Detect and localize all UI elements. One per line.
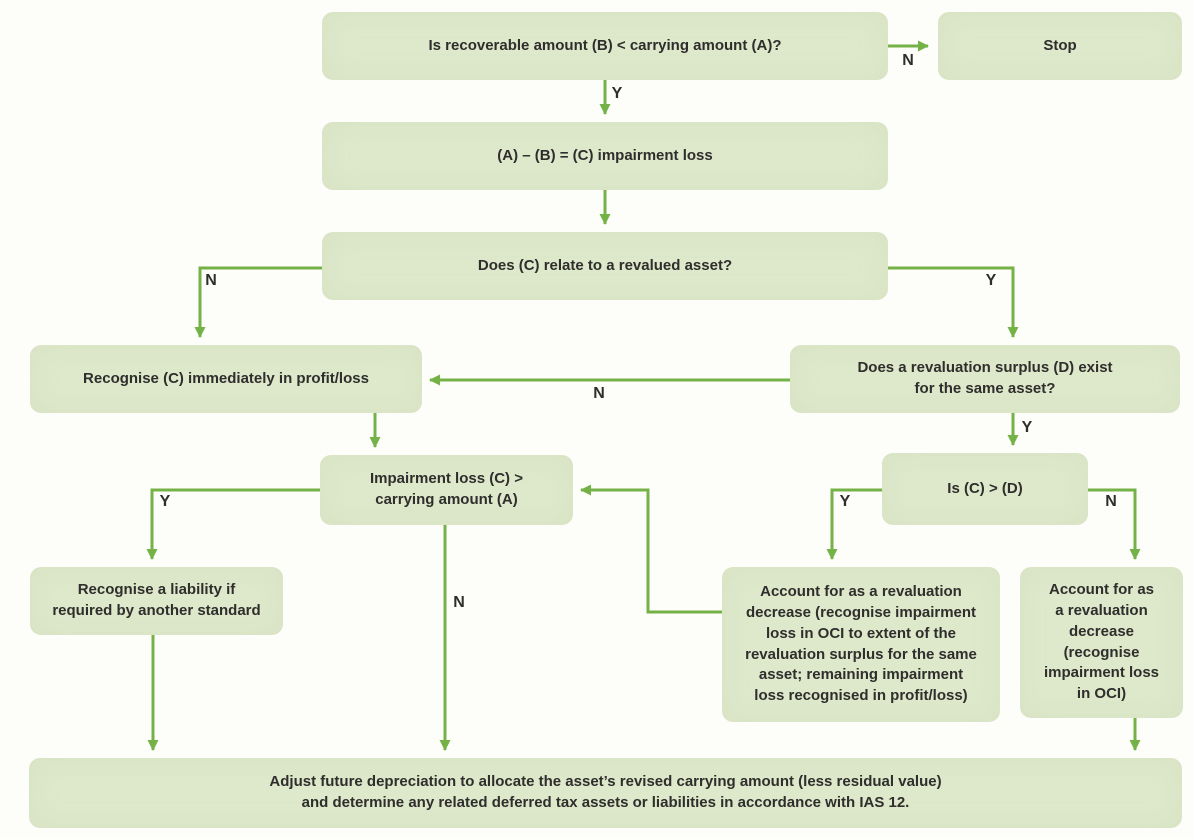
edge-label-recoverable-yes: Y [611, 85, 623, 102]
edge-label-c-gt-d-no: N [1105, 493, 1117, 510]
node-question-recoverable-amount: Is recoverable amount (B) < carrying amo… [322, 12, 888, 80]
edge-acct-partial-to-loss-check [580, 484, 722, 614]
edge-label-recoverable-no: N [902, 52, 914, 69]
node-question-loss-gt-carrying: Impairment loss (C) > carrying amount (A… [320, 455, 573, 525]
node-account-revaluation-decrease-partial: Account for as a revaluation decrease (r… [722, 567, 1000, 722]
edge-loss-yes-to-liability [146, 488, 320, 560]
edge-label-surplus-yes: Y [1021, 419, 1033, 436]
edge-label-surplus-no: N [593, 385, 605, 402]
edge-label-revalued-no: N [205, 272, 217, 289]
node-question-c-gt-d: Is (C) > (D) [882, 453, 1088, 525]
node-stop: Stop [938, 12, 1182, 80]
edge-label-revalued-yes: Y [985, 272, 997, 289]
node-impairment-loss-calculation: (A) – (B) = (C) impairment loss [322, 122, 888, 190]
node-recognise-liability: Recognise a liability if required by ano… [30, 567, 283, 635]
node-question-revalued-asset: Does (C) relate to a revalued asset? [322, 232, 888, 300]
node-recognise-in-profit-loss: Recognise (C) immediately in profit/loss [30, 345, 422, 413]
edge-label-c-gt-d-yes: Y [839, 493, 851, 510]
node-account-revaluation-decrease-oci: Account for as a revaluation decrease (r… [1020, 567, 1183, 718]
edge-label-loss-yes: Y [159, 493, 171, 510]
node-adjust-future-depreciation: Adjust future depreciation to allocate t… [29, 758, 1182, 828]
node-question-revaluation-surplus: Does a revaluation surplus (D) exist for… [790, 345, 1180, 413]
edge-label-loss-no: N [453, 594, 465, 611]
